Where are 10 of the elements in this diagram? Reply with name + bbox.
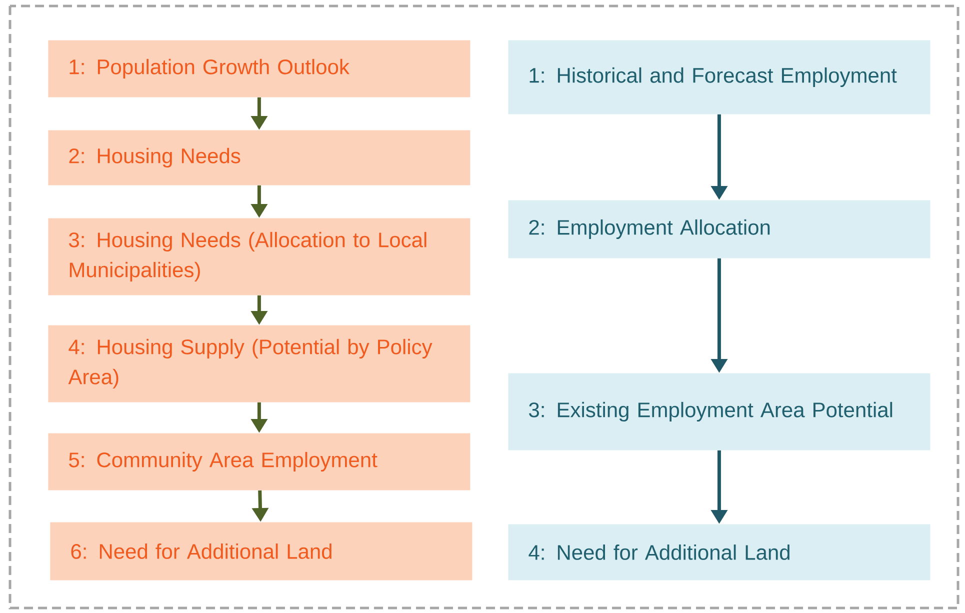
process-box: 5: Community Area Employment (48, 433, 470, 490)
process-box: 3: Housing Needs (Allocation to Local Municipalities) (48, 218, 470, 296)
process-box: 2: Housing Needs (48, 130, 470, 186)
process-box: 1: Historical and Forecast Employment (508, 40, 930, 114)
process-box: 6: Need for Additional Land (50, 522, 472, 580)
process-box: 2: Employment Allocation (508, 200, 930, 258)
process-box: 3: Existing Employment Area Potential (508, 373, 930, 450)
process-box: 4: Housing Supply (Potential by Policy Area) (48, 325, 470, 402)
process-box: 4: Need for Additional Land (508, 524, 930, 580)
process-box: 1: Population Growth Outlook (48, 40, 470, 98)
